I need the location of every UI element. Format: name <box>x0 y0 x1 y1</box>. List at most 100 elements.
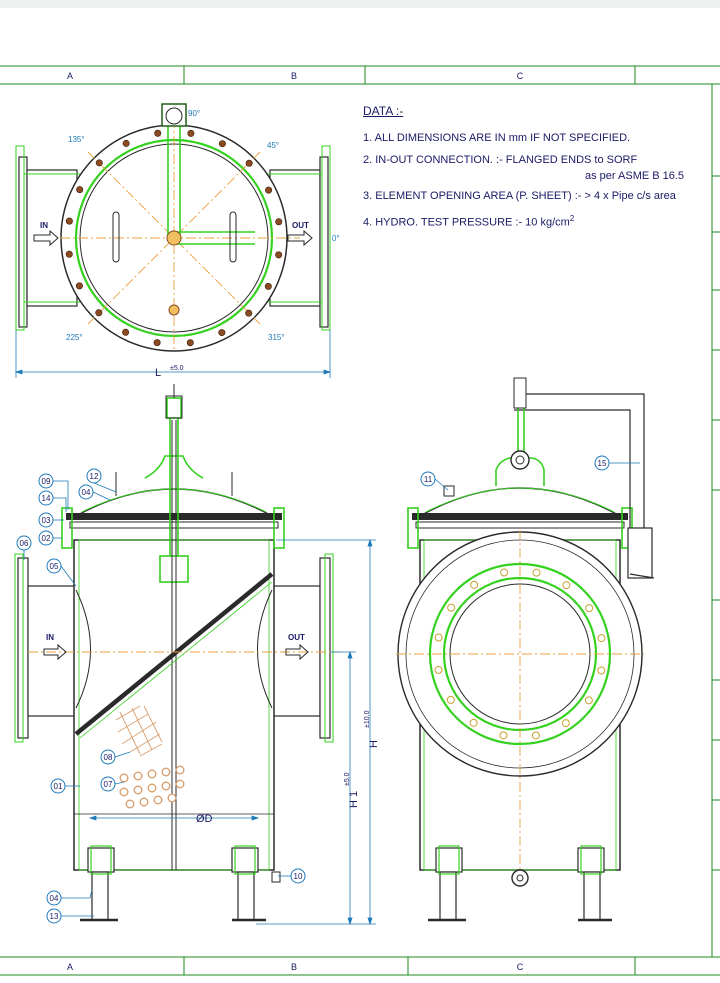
length-label: L <box>155 367 161 379</box>
perforation-hole <box>139 797 149 807</box>
balloon-number: 08 <box>104 753 113 762</box>
bolt-icon <box>434 633 443 642</box>
bolt-icon <box>561 719 570 728</box>
balloon-circle <box>594 455 610 471</box>
bolt-icon <box>469 718 478 727</box>
balloon-circle <box>86 468 102 484</box>
balloon-number: 06 <box>20 539 29 548</box>
note-4-text: 4. HYDRO. TEST PRESSURE :- 10 kg/cm <box>363 216 570 229</box>
note-4: 4. HYDRO. TEST PRESSURE :- 10 kg/cm2 <box>363 211 720 231</box>
bolt-icon <box>447 603 456 612</box>
perforation-hole <box>161 781 171 791</box>
bolt-icon <box>186 339 194 347</box>
balloon-number: 10 <box>294 872 303 881</box>
balloon-circle <box>290 868 306 884</box>
bolt-icon <box>531 731 540 740</box>
perforation-hole <box>133 771 143 781</box>
bolt-icon <box>65 250 73 258</box>
angle-135: 135° <box>68 135 85 144</box>
perforation-hole <box>161 767 171 777</box>
balloon-leader <box>92 491 111 501</box>
balloon-leader <box>61 889 93 899</box>
data-notes: DATA :- 1. ALL DIMENSIONS ARE IN mm IF N… <box>363 104 720 238</box>
balloon-circle <box>38 473 54 489</box>
bolt-icon <box>434 665 443 674</box>
col-label-bottom-b: B <box>291 962 297 972</box>
balloon-number: 02 <box>42 534 51 543</box>
bolt-icon <box>153 339 161 347</box>
perforation-hole <box>153 795 163 805</box>
front-in-arrow-icon <box>43 643 67 661</box>
balloon-number: 04 <box>50 894 59 903</box>
bolt-icon <box>597 666 606 675</box>
perforation-hole <box>125 799 135 809</box>
balloon-number: 04 <box>82 488 91 497</box>
top-out-label: OUT <box>292 221 309 230</box>
bolt-icon <box>218 329 226 337</box>
balloon-circle <box>46 558 62 574</box>
col-label-bottom-a: A <box>67 962 73 972</box>
balloon-circle <box>38 530 54 546</box>
col-label-bottom-c: C <box>517 962 524 972</box>
diameter-label: ØD <box>196 813 213 825</box>
height-label: H <box>368 740 380 748</box>
balloon-number: 05 <box>50 562 59 571</box>
balloon-circle <box>46 908 62 924</box>
note-3: 3. ELEMENT OPENING AREA (P. SHEET) :- > … <box>363 190 676 202</box>
top-out-arrow-icon <box>287 229 313 247</box>
side-flange-bolts <box>434 568 606 740</box>
mesh-detail <box>115 705 163 757</box>
perforation-hole <box>119 773 129 783</box>
angle-315: 315° <box>268 333 285 342</box>
bolt-icon <box>95 159 103 167</box>
balloon-circle <box>46 890 62 906</box>
bolt-icon <box>95 309 103 317</box>
bolt-icon <box>275 218 283 226</box>
balloon-leader <box>53 480 69 510</box>
top-in-arrow-icon <box>33 229 59 247</box>
bolt-icon <box>245 309 253 317</box>
col-label-top-a: A <box>67 71 73 81</box>
bolt-icon <box>76 186 84 194</box>
balloon-leader <box>114 781 125 785</box>
perforation-hole <box>175 765 185 775</box>
bolt-icon <box>65 217 73 225</box>
top-view: 90° 135° 45° 0° 225° 315° IN OUT L ±5.0 <box>14 103 340 379</box>
col-label-top-c: C <box>517 71 524 81</box>
front-out-label: OUT <box>288 633 305 642</box>
balloon-number: 01 <box>54 782 63 791</box>
balloon-number: 09 <box>42 477 51 486</box>
angle-45: 45° <box>267 141 279 150</box>
bolt-icon <box>562 581 571 590</box>
balloon-circle <box>38 490 54 506</box>
top-band <box>0 0 720 8</box>
angle-225: 225° <box>66 333 83 342</box>
column-labels: A B C A B C <box>67 71 524 972</box>
note-2-cont: as per ASME B 16.5 <box>585 170 685 182</box>
height1-label: H 1 <box>348 791 360 808</box>
perforation-hole <box>133 785 143 795</box>
balloon-number: 13 <box>50 912 59 921</box>
height-tolerance: ±10.0 <box>364 710 371 728</box>
balloon-circle <box>78 484 94 500</box>
balloon-circle <box>420 471 436 487</box>
bolt-icon <box>122 328 130 336</box>
bolt-icon <box>446 695 455 704</box>
drawing-frame <box>0 65 720 976</box>
perforated-sheet-detail <box>119 765 185 809</box>
bolt-icon <box>500 568 509 577</box>
bolt-icon <box>275 251 283 259</box>
note-2: 2. IN-OUT CONNECTION. :- FLANGED ENDS to… <box>363 154 638 166</box>
bolt-icon <box>584 696 593 705</box>
side-view <box>396 377 655 922</box>
perforation-hole <box>175 779 185 789</box>
balloon-circle <box>100 749 116 765</box>
balloon-circle <box>16 535 32 551</box>
bolt-icon <box>154 129 162 137</box>
bolt-icon <box>187 129 195 137</box>
balloon-number: 11 <box>424 475 433 484</box>
balloon-leader <box>434 478 449 491</box>
